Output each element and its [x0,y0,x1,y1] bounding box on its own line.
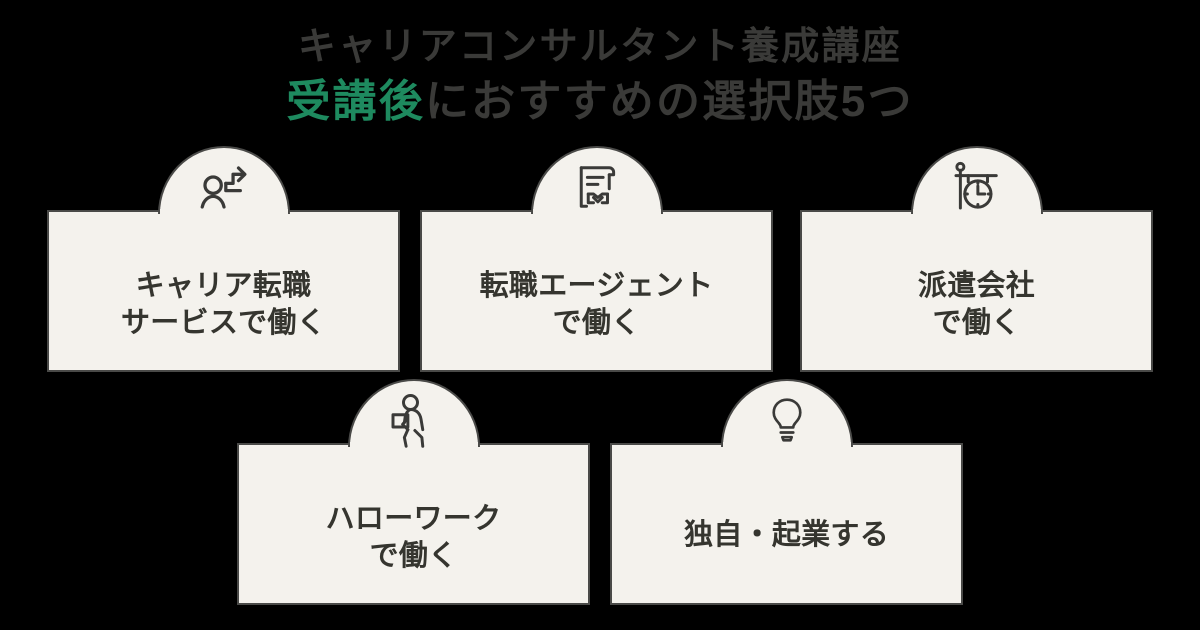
card-bulge [910,146,1043,214]
card-label: ハローワーク で働く [325,503,502,573]
card-bulge-mask [159,209,288,215]
card-bulge-mask [349,442,478,448]
card-bulge-mask [722,442,851,448]
card-bulge [720,379,853,447]
page-title: キャリアコンサルタント養成講座 受講後におすすめの選択肢5つ [0,28,1200,124]
card-label: 独自・起業する [683,519,890,551]
card-label: キャリア転職 サービスで働く [120,270,327,340]
option-card-hello-work[interactable]: ハローワーク で働く [237,379,590,605]
option-card-independent-startup[interactable]: 独自・起業する [610,379,963,605]
card-bulge-mask [912,209,1041,215]
title-line-1: キャリアコンサルタント養成講座 [297,26,903,68]
option-card-recruitment-agent[interactable]: 転職エージェント で働く [420,146,773,372]
card-bulge-mask [532,209,661,215]
card-label: 転職エージェント で働く [479,270,714,340]
card-bulge [157,146,290,214]
title-rest-text: におすすめの選択肢5つ [424,77,914,126]
card-bulge [530,146,663,214]
option-card-staffing-company[interactable]: 派遣会社 で働く [800,146,1153,372]
option-card-career-change-service[interactable]: キャリア転職 サービスで働く [47,146,400,372]
title-accent-text: 受講後 [286,77,425,126]
card-label: 派遣会社 で働く [917,270,1036,340]
title-line-2: 受講後におすすめの選択肢5つ [0,80,1200,124]
card-bulge [347,379,480,447]
